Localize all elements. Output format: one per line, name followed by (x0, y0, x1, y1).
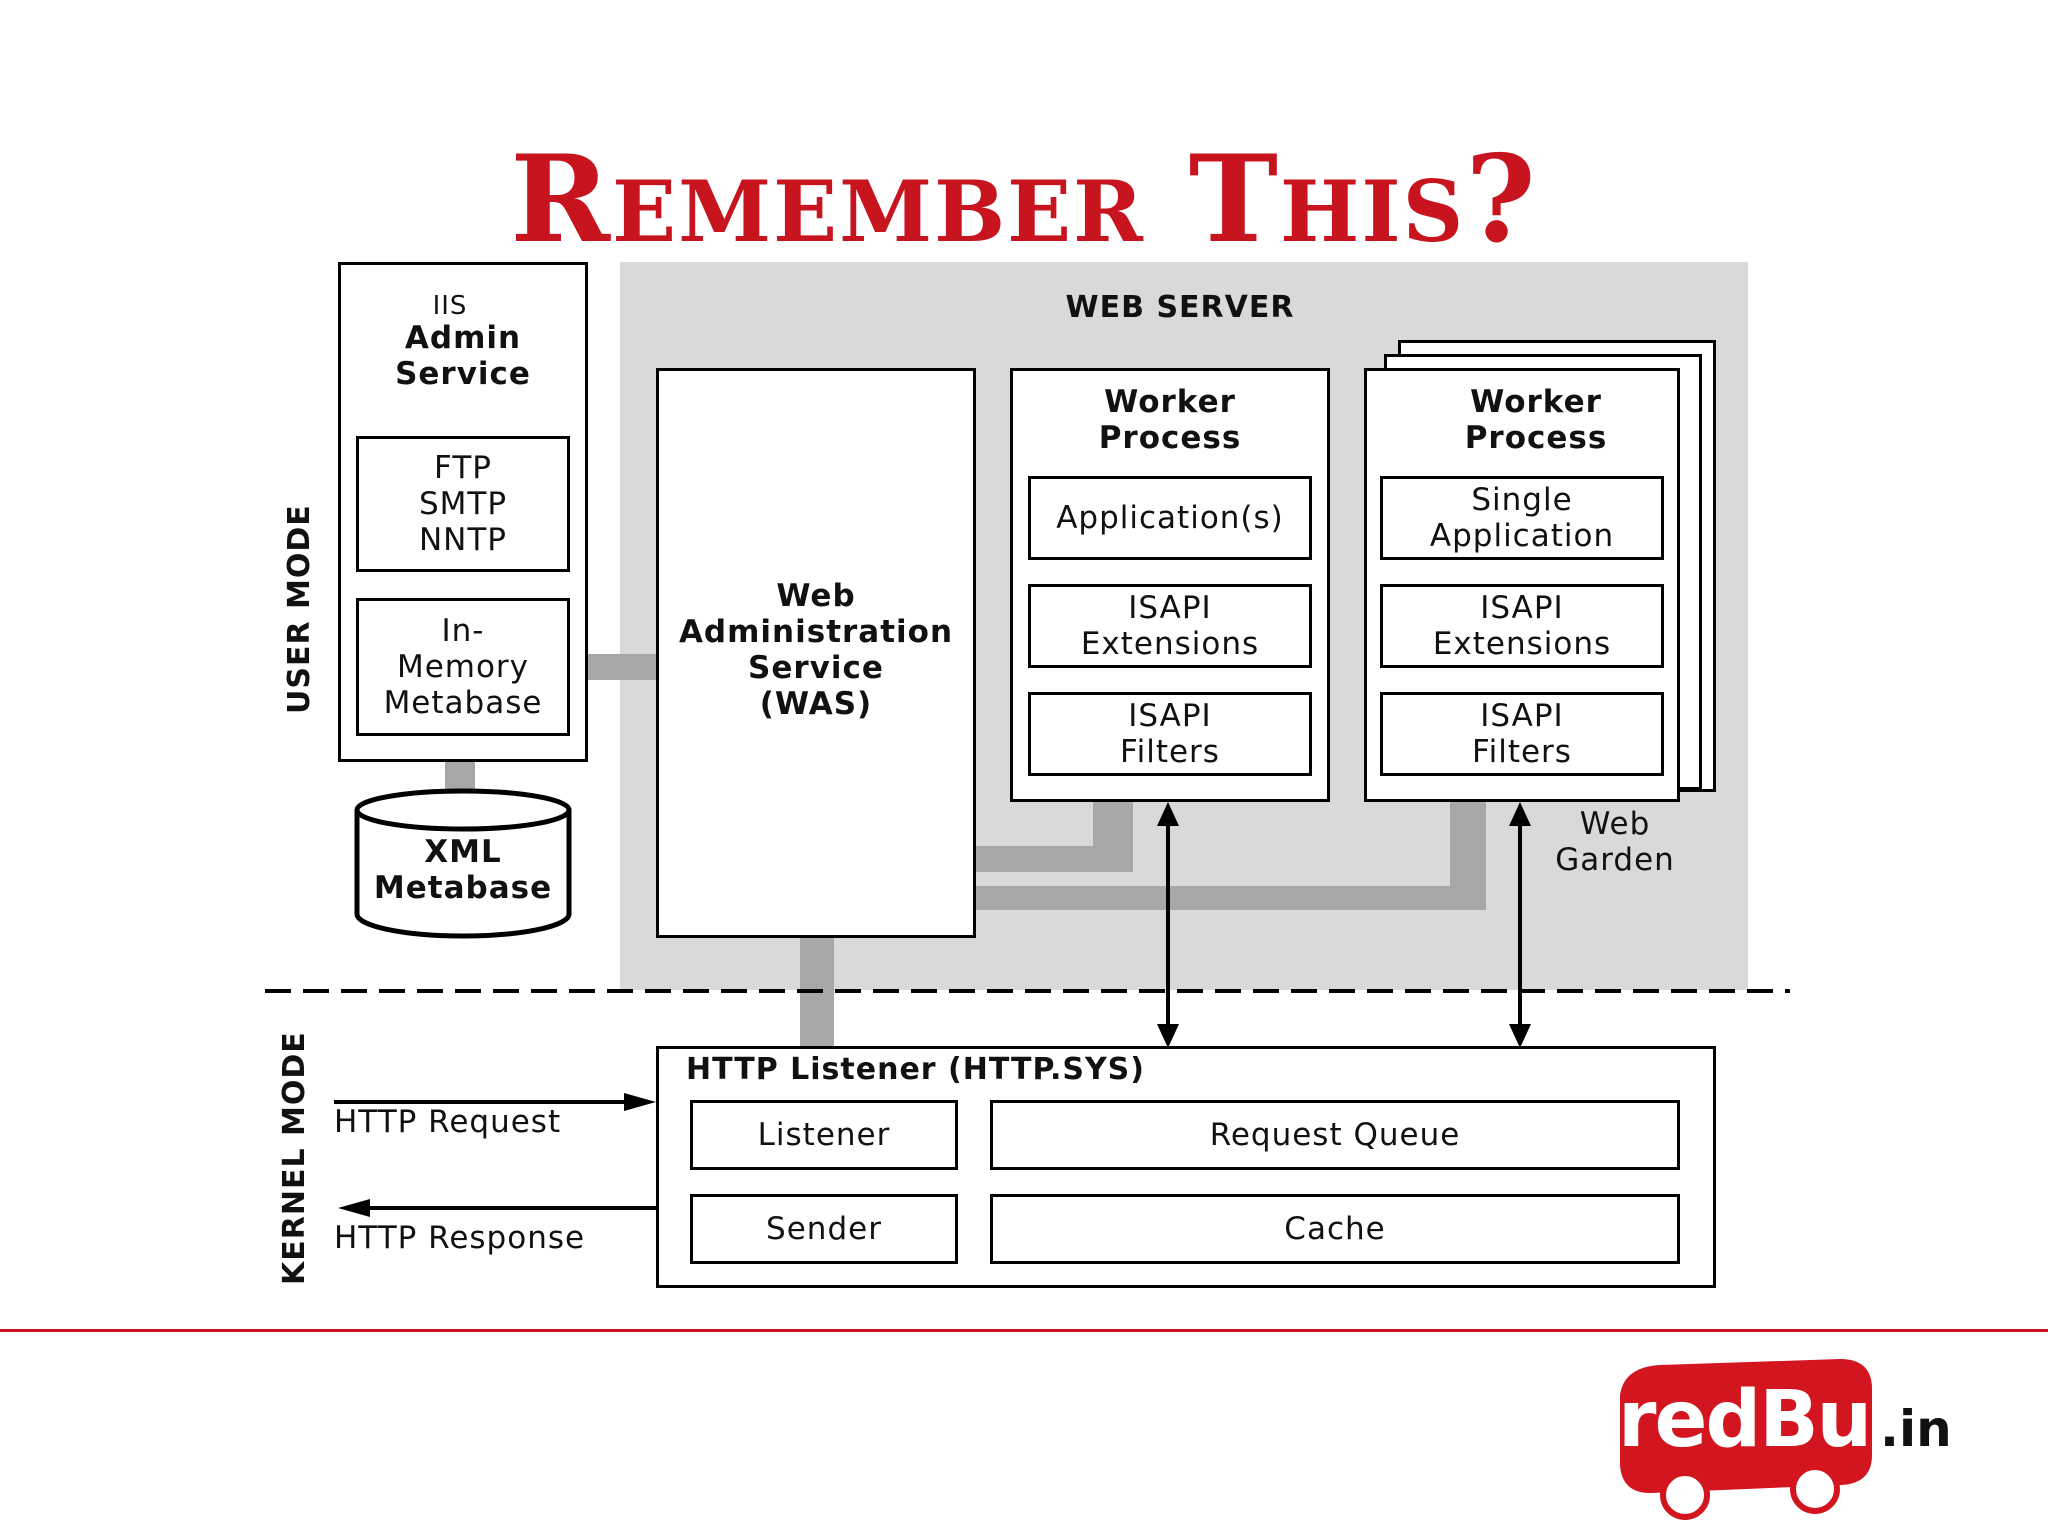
worker2-isapi-filters-box: ISAPI Filters (1380, 692, 1664, 776)
worker2-single-application-box: Single Application (1380, 476, 1664, 560)
web-garden-label: Web Garden (1555, 806, 1675, 878)
http-request-arrow (334, 1093, 656, 1111)
request-queue-box: Request Queue (990, 1100, 1680, 1170)
xml-metabase-label: XML Metabase (373, 834, 553, 906)
http-listener-title: HTTP Listener (HTTP.SYS) (686, 1052, 1145, 1087)
redbus-logo: redBus .in (1610, 1355, 1990, 1529)
worker1-isapi-extensions-box: ISAPI Extensions (1028, 584, 1312, 668)
connector-worker2-h (974, 886, 1486, 910)
connector-worker1-h (974, 846, 1133, 872)
logo-text-main: redBus (1618, 1375, 1917, 1465)
was-box (656, 368, 976, 938)
http-response-arrow (338, 1199, 656, 1217)
logo-text-suffix: .in (1880, 1400, 1952, 1458)
worker2-http-double-arrow (1509, 802, 1531, 1048)
iis-label: IIS (432, 291, 468, 321)
was-label: Web Administration Service (WAS) (678, 578, 954, 722)
slide-title: Remember This? (510, 129, 1538, 270)
in-memory-metabase-box: In- Memory Metabase (356, 598, 570, 736)
footer-divider (0, 1329, 2048, 1332)
user-mode-label: USER MODE (282, 504, 317, 714)
worker1-application-box: Application(s) (1028, 476, 1312, 560)
redbus-bus-icon (1620, 1359, 1872, 1520)
kernel-mode-label: KERNEL MODE (277, 1031, 312, 1285)
web-server-label: WEB SERVER (1065, 290, 1295, 325)
admin-service-label: Admin Service (395, 320, 531, 392)
http-response-label: HTTP Response (334, 1220, 586, 1256)
worker2-isapi-extensions-box: ISAPI Extensions (1380, 584, 1664, 668)
mode-separator-line (265, 989, 1790, 993)
worker1-http-double-arrow (1157, 802, 1179, 1048)
cache-box: Cache (990, 1194, 1680, 1264)
worker-process-1-title: Worker Process (1098, 384, 1242, 456)
sender-box: Sender (690, 1194, 958, 1264)
listener-box: Listener (690, 1100, 958, 1170)
ftp-smtp-nntp-box: FTP SMTP NNTP (356, 436, 570, 572)
xml-metabase-cylinder (354, 788, 572, 939)
worker1-isapi-filters-box: ISAPI Filters (1028, 692, 1312, 776)
worker-process-2-title: Worker Process (1464, 384, 1608, 456)
http-request-label: HTTP Request (334, 1104, 562, 1140)
